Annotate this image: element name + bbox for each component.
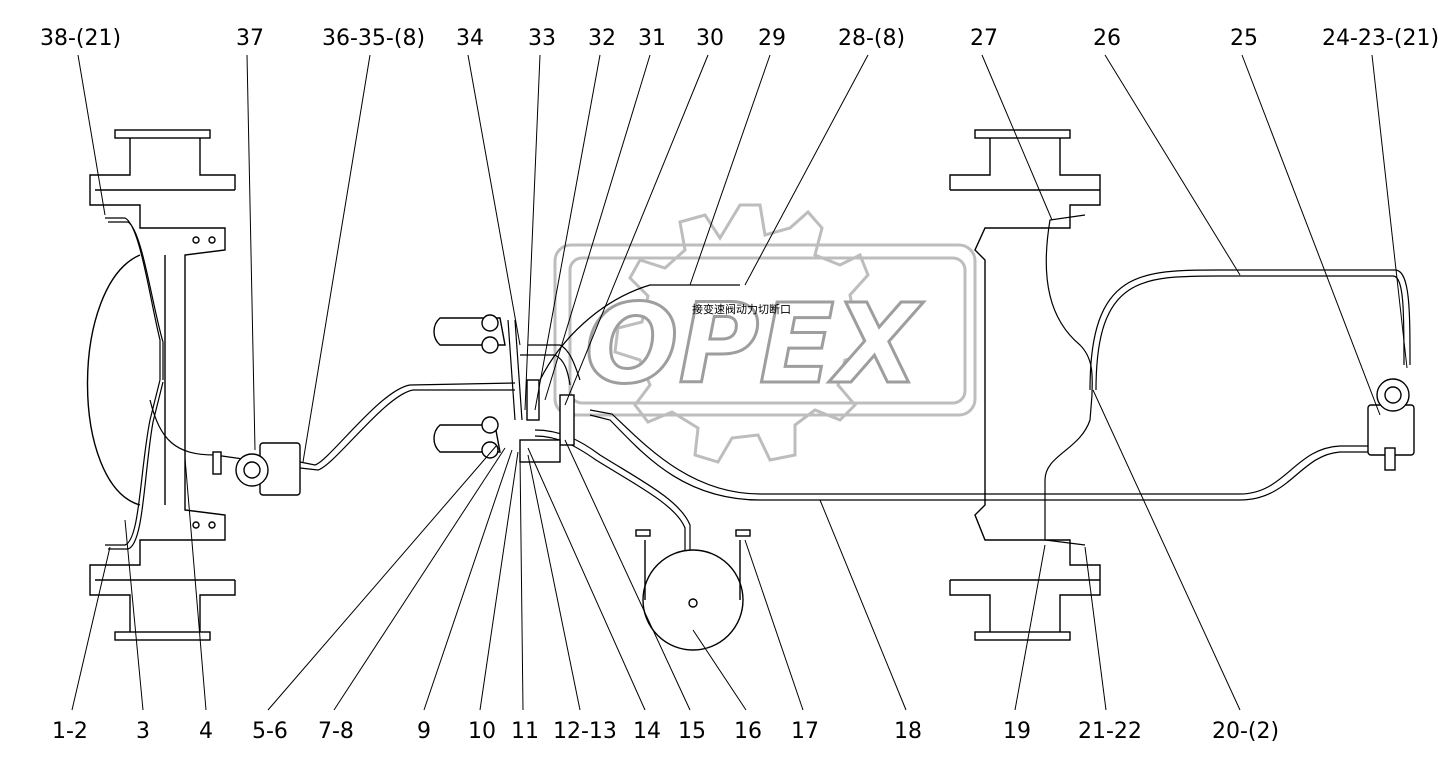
callout-29: 29 xyxy=(758,26,786,51)
pipe-rear-loop xyxy=(1089,269,1411,391)
air-tank-body xyxy=(642,549,744,651)
watermark-plate-inner xyxy=(568,256,967,405)
callout-17: 17 xyxy=(791,719,819,744)
callout-34: 34 xyxy=(456,26,484,51)
callout-19: 19 xyxy=(1003,719,1031,744)
callout-31: 31 xyxy=(638,26,666,51)
pipe-valve-to-center xyxy=(299,382,516,466)
callout-33: 33 xyxy=(528,26,556,51)
front-axle-flange-top xyxy=(114,129,211,139)
callout-37: 37 xyxy=(236,26,264,51)
air-tank xyxy=(635,529,751,651)
callout-27: 27 xyxy=(970,26,998,51)
brake-valves xyxy=(212,314,1415,496)
callout-26: 26 xyxy=(1093,26,1121,51)
callout-21-22: 21-22 xyxy=(1078,719,1142,744)
front-axle-flange-bottom xyxy=(114,631,211,641)
callout-20-2: 20-(2) xyxy=(1212,719,1279,744)
callouts-top: 38-(21) 37 36-35-(8) 34 33 32 31 30 29 2… xyxy=(40,26,1438,51)
callout-24-23-21: 24-23-(21) xyxy=(1322,26,1438,51)
callout-18: 18 xyxy=(894,719,922,744)
leader-lines xyxy=(71,54,1408,711)
callout-36-35-8: 36-35-(8) xyxy=(322,26,425,51)
watermark xyxy=(553,203,977,464)
callouts-bottom: 1-2 3 4 5-6 7-8 9 10 11 12-13 14 15 16 1… xyxy=(52,719,1279,744)
connection-note: 接变速阀动力切断口 xyxy=(692,302,791,316)
callout-25: 25 xyxy=(1230,26,1258,51)
callout-14: 14 xyxy=(633,719,661,744)
callout-16: 16 xyxy=(734,719,762,744)
callout-7-8: 7-8 xyxy=(318,719,354,744)
callout-28-8: 28-(8) xyxy=(838,26,905,51)
pipe-center-to-rear xyxy=(589,414,1395,501)
callout-38-21: 38-(21) xyxy=(40,26,121,51)
pipe-front-valve-link xyxy=(149,399,251,461)
watermark-gear xyxy=(613,203,877,464)
watermark-text: OPEX xyxy=(585,280,924,408)
callout-32: 32 xyxy=(588,26,616,51)
pipe-rear-upper xyxy=(1044,214,1093,546)
callout-15: 15 xyxy=(678,719,706,744)
callout-3: 3 xyxy=(136,719,150,744)
watermark-plate xyxy=(553,243,977,417)
rear-axle-housing xyxy=(949,138,1101,632)
callout-5-6: 5-6 xyxy=(252,719,288,744)
callout-10: 10 xyxy=(468,719,496,744)
pipe-upper-loop xyxy=(539,284,740,381)
callout-30: 30 xyxy=(696,26,724,51)
rear-axle-flange-bottom xyxy=(974,631,1071,641)
pipe-front-upper xyxy=(105,217,161,380)
front-axle-differential xyxy=(86,254,166,506)
rear-axle xyxy=(949,129,1101,641)
rear-axle-flange-top xyxy=(974,129,1071,139)
callout-1-2: 1-2 xyxy=(52,719,88,744)
callout-9: 9 xyxy=(417,719,431,744)
callout-11: 11 xyxy=(511,719,539,744)
front-axle-housing xyxy=(89,138,236,632)
front-axle xyxy=(86,129,236,641)
callout-12-13: 12-13 xyxy=(553,719,617,744)
callout-4: 4 xyxy=(199,719,213,744)
